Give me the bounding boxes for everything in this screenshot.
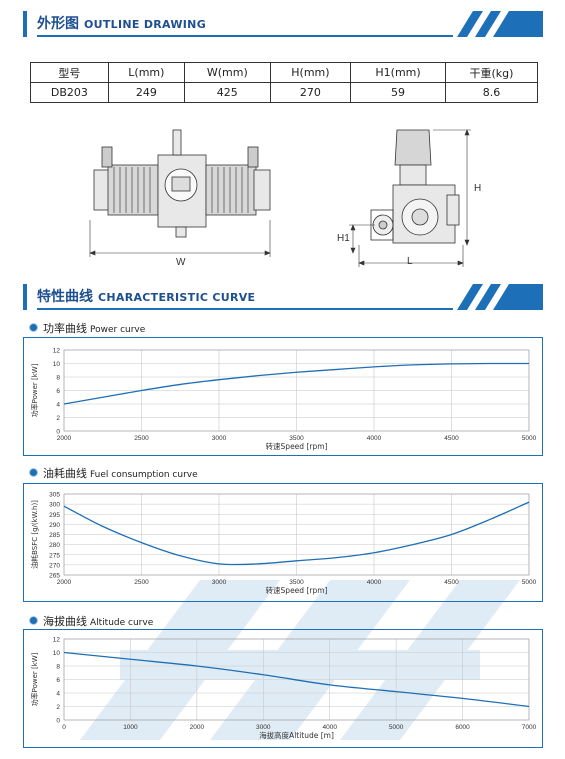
x-tick-label: 0 (62, 724, 66, 731)
header-stripes-icon (457, 11, 543, 37)
x-axis-label: 海拔高度Altitude [m] (259, 730, 334, 740)
spec-cell: DB203 (30, 82, 109, 103)
spec-header-cell: H(mm) (269, 62, 352, 83)
plot-area-border (63, 349, 530, 432)
y-tick-label: 6 (56, 677, 60, 684)
fuel-curve-svg: 265 270 275 280 285 290 295 300 305 2000 2500 3000 3… (30, 492, 537, 596)
altitude-curve-svg: 0 2 4 6 8 10 12 0 1000 2000 3000 4000 5000 6000 7000 海拔… (30, 637, 537, 741)
watermark-logo (80, 580, 520, 740)
altitude-curve-chart: 0 2 4 6 8 10 12 0 1000 2000 3000 4000 5000 6000 7000 海拔… (23, 629, 543, 748)
spec-table-row: DB203 249 425 270 59 8.6 (30, 82, 539, 103)
x-tick-label: 2000 (190, 724, 205, 731)
y-tick-label: 305 (49, 492, 60, 499)
spec-header-cell: W(mm) (183, 62, 271, 83)
y-tick-label: 4 (56, 402, 60, 409)
y-axis-label: 功率Power [kW] (30, 363, 39, 417)
x-tick-label: 2500 (134, 579, 149, 586)
bullet-dot-icon (30, 469, 37, 476)
x-axis-label: 转速Speed [rpm] (266, 441, 328, 451)
x-axis-label: 转速Speed [rpm] (266, 585, 328, 595)
spec-header-cell: 型号 (30, 62, 109, 83)
y-tick-label: 8 (56, 375, 60, 382)
y-tick-label: 12 (53, 348, 61, 355)
y-tick-label: 265 (49, 573, 60, 580)
dim-label-l: L (407, 256, 413, 267)
plot-area-border (63, 493, 530, 576)
y-axis-label: 功率Power [kW] (30, 652, 39, 706)
plot-area-border (63, 638, 530, 721)
y-tick-label: 290 (49, 522, 60, 529)
y-tick-label: 12 (53, 637, 61, 644)
x-tick-label: 3500 (289, 579, 304, 586)
series-line (63, 651, 530, 708)
x-tick-label: 5000 (522, 579, 537, 586)
dim-label-h1: H1 (337, 233, 350, 244)
bullet-dot-icon (30, 617, 37, 624)
x-tick-label: 4500 (444, 435, 459, 442)
y-tick-label: 270 (49, 562, 60, 569)
y-tick-label: 2 (56, 415, 60, 422)
bullet-dot-icon (30, 324, 37, 331)
x-tick-label: 3000 (212, 579, 227, 586)
x-tick-label: 7000 (522, 724, 537, 731)
y-tick-label: 4 (56, 691, 60, 698)
header-stripes-icon (457, 284, 543, 310)
spec-header-cell: H1(mm) (350, 62, 446, 83)
x-tick-label: 3000 (212, 435, 227, 442)
spec-cell: 249 (107, 82, 185, 103)
spec-header-cell: L(mm) (107, 62, 185, 83)
x-tick-label: 1000 (123, 724, 138, 731)
x-tick-label: 4000 (322, 724, 337, 731)
spec-table: 型号 L(mm) W(mm) H(mm) H1(mm) 干重(kg) DB203… (30, 62, 539, 103)
y-tick-label: 0 (56, 718, 60, 725)
y-axis-label: 油耗BSFC [g/(kW.h)] (30, 500, 39, 569)
y-tick-label: 8 (56, 664, 60, 671)
y-tick-label: 300 (49, 502, 60, 509)
x-tick-label: 4500 (444, 579, 459, 586)
x-tick-label: 3500 (289, 435, 304, 442)
x-tick-label: 2500 (134, 435, 149, 442)
spec-header-cell: 干重(kg) (444, 62, 539, 83)
y-tick-label: 10 (53, 361, 61, 368)
engine-side-view-drawing (349, 129, 471, 267)
dim-label-h: H (474, 183, 482, 194)
x-tick-label: 2000 (57, 579, 72, 586)
spec-table-header-row: 型号 L(mm) W(mm) H(mm) H1(mm) 干重(kg) (30, 62, 539, 83)
x-tick-label: 3000 (256, 724, 271, 731)
y-tick-label: 0 (56, 429, 60, 436)
x-tick-label: 4000 (367, 435, 382, 442)
spec-cell: 270 (269, 82, 352, 103)
y-tick-label: 2 (56, 704, 60, 711)
dim-label-w: W (176, 257, 186, 268)
y-tick-label: 280 (49, 542, 60, 549)
x-tick-label: 5000 (389, 724, 404, 731)
y-tick-label: 275 (49, 552, 60, 559)
y-tick-label: 295 (49, 512, 60, 519)
power-curve-chart: 0 2 4 6 8 10 12 2000 2500 3000 3500 4000 4500 5000 转速S… (23, 337, 543, 456)
fuel-curve-chart: 265 270 275 280 285 290 295 300 305 2000 2500 3000 3… (23, 483, 543, 602)
x-tick-label: 5000 (522, 435, 537, 442)
x-tick-label: 2000 (57, 435, 72, 442)
spec-cell: 59 (350, 82, 446, 103)
engine-front-view-drawing (89, 129, 271, 257)
x-tick-label: 4000 (367, 579, 382, 586)
spec-cell: 8.6 (444, 82, 539, 103)
x-tick-label: 6000 (455, 724, 470, 731)
y-tick-label: 6 (56, 388, 60, 395)
y-tick-label: 10 (53, 650, 61, 657)
spec-cell: 425 (183, 82, 271, 103)
y-tick-label: 285 (49, 532, 60, 539)
power-curve-svg: 0 2 4 6 8 10 12 2000 2500 3000 3500 4000 4500 5000 转速S… (30, 348, 537, 452)
